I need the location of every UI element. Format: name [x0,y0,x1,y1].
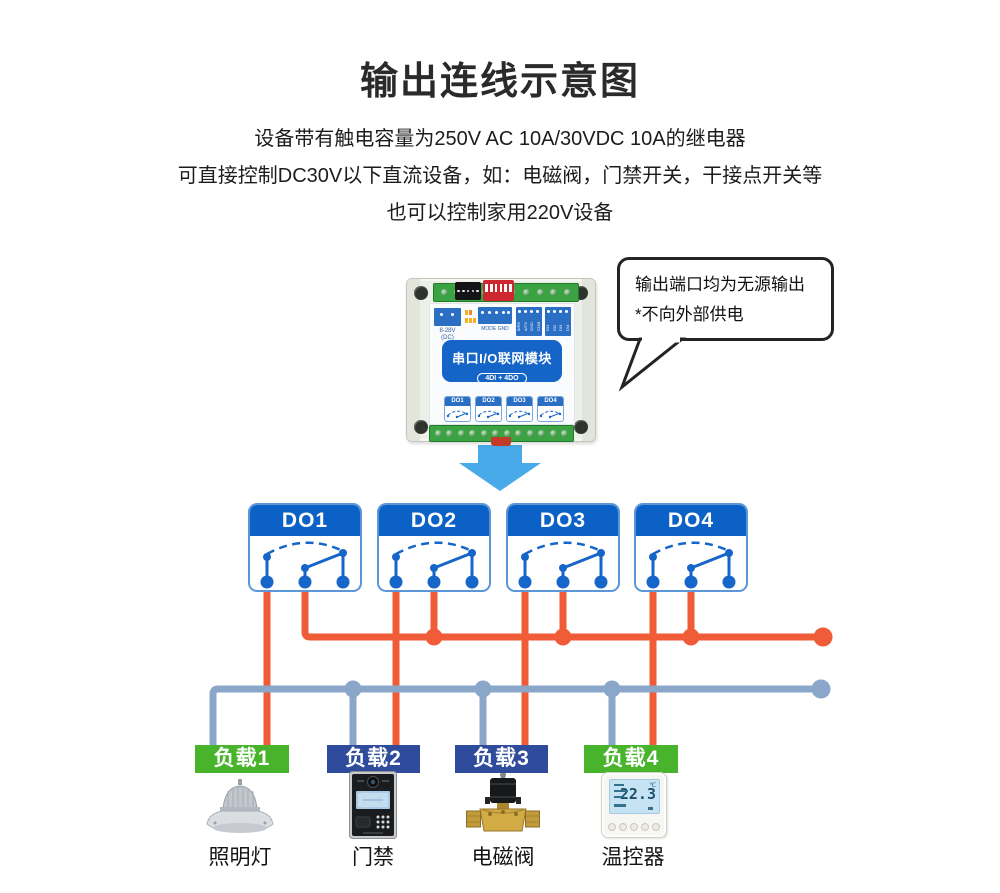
down-arrow-icon [459,445,541,491]
description: 设备带有触电容量为250V AC 10A/30VDC 10A的继电器 可直接控制… [0,121,1000,232]
wiring-lines [209,579,833,751]
device-name-billboard: 串口I/O联网模块 4DI + 4DO [442,340,562,384]
live-bus [301,579,826,641]
callout-bubble: 输出端口均为无源输出 *不向外部供电 [617,257,834,341]
caption-solenoid-valve: 电磁阀 [471,846,535,869]
lcd-unit: ℃ [649,783,656,789]
load4-label: 负载4 [584,745,678,773]
io-module-device: 8-28V (DC) MODE GND [406,278,596,446]
terminal-label: DI2 [551,324,557,331]
load3-label: 负载3 [455,745,548,773]
do3-relay-box: DO3 [506,503,620,592]
neutral-junctions [344,679,831,699]
header: 输出连线示意图 设备带有触电容量为250V AC 10A/30VDC 10A的继… [0,50,1000,232]
caption-lamp: 照明灯 [208,846,272,869]
do1-label: DO1 [250,505,360,536]
caption-door-access: 门禁 [352,846,394,869]
comm-terminal-block: B/RX A/TX GND COM [516,307,542,336]
device-do-port: DO2 [475,396,502,422]
thermostat-icon: ℃ 22.3 [601,772,667,838]
live-junctions [425,627,833,647]
description-line-1: 设备带有触电容量为250V AC 10A/30VDC 10A的继电器 [254,128,746,150]
device-do-port: DO1 [444,396,471,422]
live-bus-end [813,627,833,647]
status-led [465,310,468,315]
top-connector [455,282,481,300]
device-right-rail [582,279,595,441]
thermostat-lcd: ℃ 22.3 [609,779,660,814]
mode-label: MODE [481,326,497,332]
callout-line-1: 输出端口均为无源输出 [635,275,805,294]
din-clip [491,437,511,446]
callout-line-2: *不向外部供电 [635,305,744,324]
solenoid-valve-icon [466,773,540,832]
relay-contact-symbol [260,541,350,589]
live-wires [263,579,826,751]
do1-relay-box: DO1 [248,503,362,592]
bottom-terminal-strip [429,425,574,442]
power-label-dc: (DC) [441,335,454,341]
load2-label: 负载2 [327,745,420,773]
terminal-label: COM [535,321,541,331]
device-name: 串口I/O联网模块 [452,351,552,366]
screw-hole [574,420,588,434]
description-line-3: 也可以控制家用220V设备 [386,202,614,224]
terminal-label: DI4 [564,324,570,331]
device-do-row: DO1 DO2 DO3 DO4 [444,396,565,422]
gnd-label: GND [497,326,509,332]
device-io-badge: 4DI + 4DO [477,373,527,384]
do2-relay-box: DO2 [377,503,491,592]
mode-terminal-block [478,307,512,324]
load1-label: 负载1 [195,745,289,773]
terminal-label: GND [529,322,535,331]
status-led [473,318,476,323]
relay-contact-symbol [518,541,608,589]
relay-contact-symbol [646,541,736,589]
terminal-label: DI3 [558,324,564,331]
do3-label: DO3 [508,505,618,536]
power-label: 8-28V [439,328,456,334]
neutral-bus [209,685,824,751]
status-led [469,310,472,315]
door-intercom-icon [349,771,397,839]
device-do-port: DO4 [537,396,564,422]
dip-switch [483,280,514,301]
do4-label: DO4 [636,505,746,536]
caption-thermostat: 温控器 [601,846,665,869]
neutral-wires [209,685,824,751]
device-front-panel: 8-28V (DC) MODE GND [429,303,575,425]
status-led [469,318,472,323]
screw-hole [414,286,428,300]
callout-tail [618,335,687,392]
highbay-lamp-icon [206,779,274,833]
description-line-2: 可直接控制DC30V以下直流设备，如：电磁阀，门禁开关，干接点开关等 [177,165,823,187]
relay-contact-symbol [389,541,479,589]
page-title: 输出连线示意图 [359,61,640,103]
neutral-bus-end [811,679,831,699]
lcd-reading: 22.3 [619,785,656,803]
status-led [465,318,468,323]
di-terminal-block: DI1 DI2 DI3 DI4 [545,307,571,336]
device-do-port: DO3 [506,396,533,422]
terminal-label: A/TX [522,322,528,331]
power-terminal-block [434,308,461,326]
device-left-rail [407,279,420,441]
thermostat-buttons [608,823,660,831]
terminal-label: DI1 [545,324,551,331]
do2-label: DO2 [379,505,489,536]
screw-hole [414,420,428,434]
terminal-label: B/RX [516,321,522,331]
do4-relay-box: DO4 [634,503,748,592]
